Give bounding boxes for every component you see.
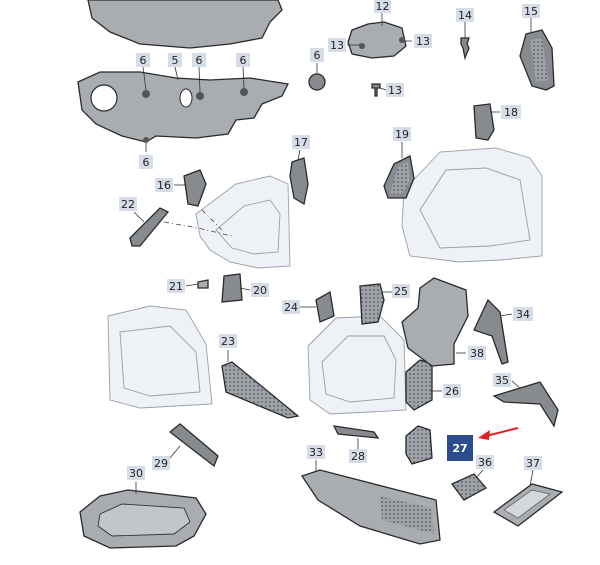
svg-text:20: 20 — [253, 284, 267, 297]
svg-text:6: 6 — [140, 54, 147, 67]
part-23 — [221, 361, 300, 419]
callout-13-left[interactable]: 13 — [328, 38, 346, 52]
part-27 — [405, 425, 433, 465]
callout-20[interactable]: 20 — [251, 283, 269, 297]
part-16 — [183, 169, 207, 207]
part-29 — [168, 423, 219, 468]
part-35 — [492, 381, 559, 428]
svg-text:36: 36 — [478, 456, 492, 469]
callout-16[interactable]: 16 — [155, 178, 173, 192]
part-18 — [473, 103, 495, 141]
svg-text:34: 34 — [516, 308, 530, 321]
clip-6d — [143, 137, 149, 143]
svg-text:13: 13 — [416, 35, 430, 48]
svg-text:27: 27 — [452, 442, 467, 455]
svg-text:15: 15 — [524, 5, 538, 18]
svg-text:23: 23 — [221, 335, 235, 348]
svg-text:24: 24 — [284, 301, 298, 314]
leader-lines — [133, 13, 534, 494]
red-pointer-arrow — [478, 427, 519, 440]
svg-text:6: 6 — [143, 156, 150, 169]
part-6-grommet — [308, 73, 326, 91]
part-26 — [405, 359, 433, 411]
top-panel-upper — [87, 0, 283, 49]
part-24 — [315, 290, 335, 323]
part-38 — [401, 277, 469, 367]
svg-text:6: 6 — [240, 54, 247, 67]
top-panel-lower — [77, 71, 289, 143]
svg-text:21: 21 — [169, 280, 183, 293]
svg-text:16: 16 — [157, 179, 171, 192]
panel-hole-left — [90, 84, 118, 112]
part-20 — [221, 273, 243, 303]
svg-text:29: 29 — [154, 457, 168, 470]
callout-14[interactable]: 14 — [456, 8, 474, 22]
svg-text:5: 5 — [172, 54, 179, 67]
callout-12[interactable]: 12 — [374, 0, 391, 13]
callout-25[interactable]: 25 — [392, 284, 410, 298]
part-13-screw — [371, 83, 381, 97]
part-22 — [129, 207, 170, 247]
callout-27-highlighted[interactable]: 27 — [447, 435, 473, 461]
svg-text:19: 19 — [395, 128, 409, 141]
svg-text:6: 6 — [314, 49, 321, 62]
callout-24[interactable]: 24 — [282, 300, 300, 314]
callout-6-a[interactable]: 6 — [136, 53, 150, 67]
callout-18[interactable]: 18 — [501, 105, 521, 119]
callout-13-screw[interactable]: 13 — [386, 83, 404, 97]
callout-36[interactable]: 36 — [476, 455, 494, 469]
svg-text:12: 12 — [376, 0, 390, 13]
callout-6-b[interactable]: 6 — [192, 53, 206, 67]
callout-15[interactable]: 15 — [522, 4, 540, 18]
callout-6-d[interactable]: 6 — [139, 155, 153, 169]
svg-text:37: 37 — [526, 457, 540, 470]
svg-text:30: 30 — [129, 467, 143, 480]
svg-text:13: 13 — [388, 84, 402, 97]
part-14-clip — [460, 37, 470, 61]
callout-21[interactable]: 21 — [167, 279, 185, 293]
callout-19[interactable]: 19 — [393, 127, 411, 141]
part-17 — [289, 157, 309, 206]
svg-text:26: 26 — [445, 385, 459, 398]
svg-text:6: 6 — [196, 54, 203, 67]
callout-33[interactable]: 33 — [307, 445, 325, 459]
svg-text:22: 22 — [121, 198, 135, 211]
svg-text:33: 33 — [309, 446, 323, 459]
callout-37[interactable]: 37 — [524, 456, 542, 470]
callout-17[interactable]: 17 — [292, 135, 310, 149]
part-12-bracket — [347, 21, 407, 59]
callout-6-c[interactable]: 6 — [236, 53, 250, 67]
svg-text:14: 14 — [458, 9, 472, 22]
svg-text:35: 35 — [495, 374, 509, 387]
panel-hole-mid — [179, 88, 193, 108]
callout-6-e[interactable]: 6 — [310, 48, 324, 62]
callout-5[interactable]: 5 — [168, 53, 182, 67]
part-36 — [450, 473, 488, 501]
clip-6a — [142, 90, 150, 98]
svg-text:28: 28 — [351, 450, 365, 463]
callout-38[interactable]: 38 — [468, 346, 486, 360]
callout-34[interactable]: 34 — [513, 307, 533, 321]
callout-26[interactable]: 26 — [443, 384, 461, 398]
part-25 — [359, 283, 385, 325]
callout-30[interactable]: 30 — [127, 466, 145, 480]
clip-6b — [196, 92, 204, 100]
svg-text:25: 25 — [394, 285, 408, 298]
callout-35[interactable]: 35 — [493, 373, 511, 387]
callout-28[interactable]: 28 — [349, 449, 367, 463]
svg-text:17: 17 — [294, 136, 308, 149]
part-28 — [332, 425, 380, 439]
callout-29[interactable]: 29 — [152, 456, 170, 470]
svg-text:38: 38 — [470, 347, 484, 360]
part-21 — [197, 279, 209, 289]
svg-text:13: 13 — [330, 39, 344, 52]
part-34 — [473, 298, 509, 365]
callout-23[interactable]: 23 — [219, 334, 237, 348]
callout-22[interactable]: 22 — [119, 197, 137, 211]
callout-13-right[interactable]: 13 — [414, 34, 432, 48]
clip-6c — [240, 88, 248, 96]
svg-text:18: 18 — [504, 106, 518, 119]
